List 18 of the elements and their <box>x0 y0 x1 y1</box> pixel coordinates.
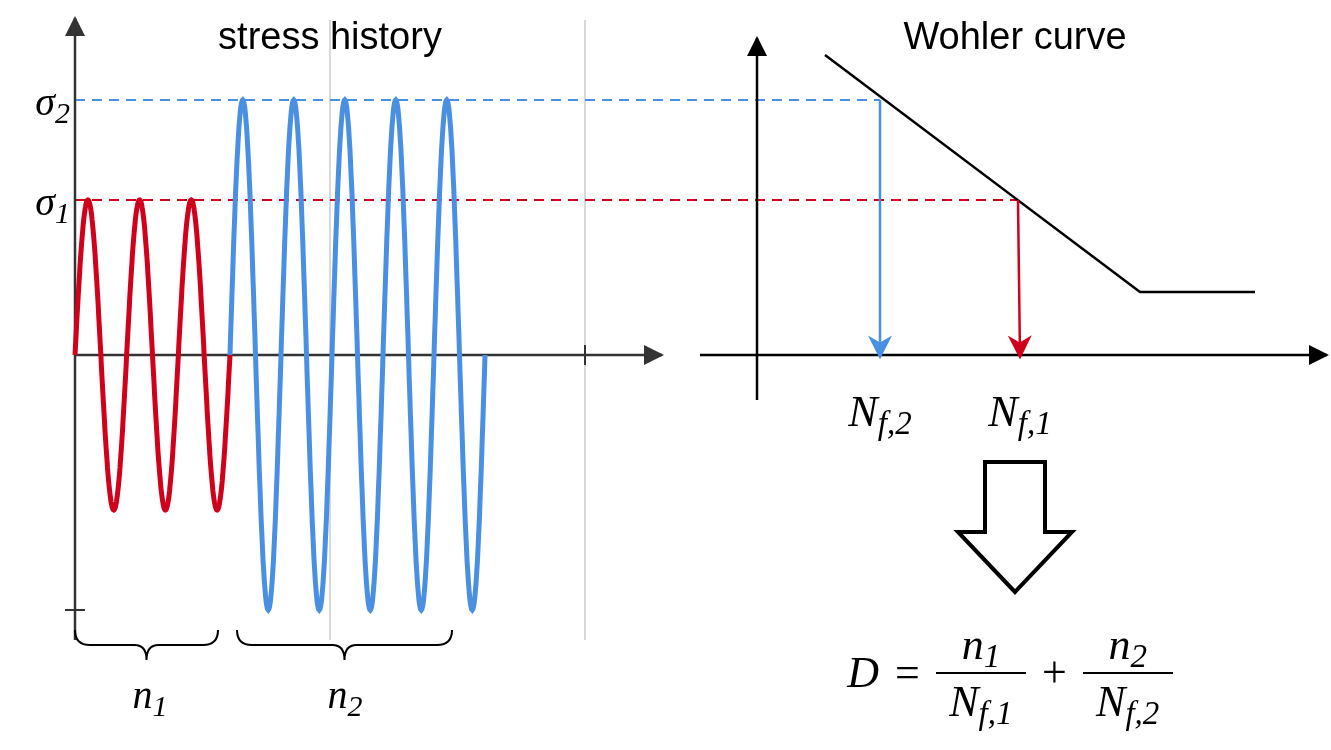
arrow <box>868 100 892 360</box>
numerator: n$_{1}$ <box>961 618 1001 672</box>
cycle-count-label: n$_{1}$ <box>131 671 169 724</box>
panel-title: stress history <box>217 14 443 59</box>
math-operator: + <box>1041 646 1067 699</box>
panel-title: Wohler curve <box>902 14 1128 59</box>
math-operator: = <box>895 646 920 699</box>
axis-label: σ$_{2}$ <box>34 78 70 131</box>
axis-label: σ$_{1}$ <box>34 178 70 231</box>
denominator: N$_{f,2}$ <box>1096 675 1160 729</box>
numerator: n$_{2}$ <box>1108 618 1147 672</box>
math-label: N$_{f,1}$ <box>988 385 1052 439</box>
denominator: N$_{f,1}$ <box>949 675 1013 729</box>
block-arrow <box>953 460 1077 595</box>
arrow <box>1007 200 1032 360</box>
math-symbol: D <box>847 647 880 699</box>
math-label: N$_{f,2}$ <box>848 385 912 439</box>
cycle-count-label: n$_{2}$ <box>326 671 364 724</box>
